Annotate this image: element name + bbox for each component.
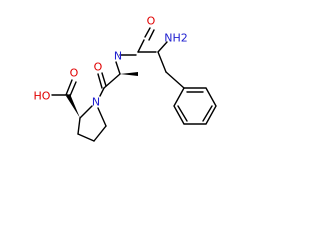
- ala-methyl-wedge: [120, 72, 138, 76]
- cd-cg-bond: [93, 125, 107, 142]
- carbonyl-bond-upper: [137, 39, 145, 53]
- carbonyl-ringn-bond: [99, 87, 105, 97]
- benzene-double-2: [202, 105, 213, 122]
- cg-cb-bond: [77, 133, 95, 142]
- benzene-double-3: [177, 105, 188, 122]
- hydroxyl-label: HO: [34, 90, 51, 103]
- amine-label: NH2: [164, 32, 188, 45]
- acyl-oxygen-label: O: [94, 61, 103, 74]
- molecule-diagram: O NH2 N O O HO N: [34, 15, 217, 142]
- carbonyl-o-double-1: [144, 27, 151, 38]
- ringn-cd-bond: [97, 107, 107, 127]
- benzene-ring: [173, 87, 217, 125]
- proline-nitrogen-label: N: [92, 96, 100, 109]
- structure-canvas: O NH2 N O O HO N: [34, 15, 217, 142]
- calpha-ch2-bond: [157, 51, 167, 73]
- amide-nitrogen-label: N: [114, 50, 122, 63]
- cooh-o-double-1: [65, 79, 73, 96]
- alacalpha-carbonyl-bond: [103, 73, 121, 89]
- pro-cooh-wedge: [66, 94, 80, 118]
- n-alacalpha-bond: [115, 61, 121, 75]
- ala-carbonyl-o-1: [97, 73, 103, 89]
- cooh-o-double-2: [69, 81, 77, 97]
- calpha-nh2-bond: [157, 41, 168, 53]
- ringn-ca-bond: [79, 105, 93, 119]
- cb-ca-bond: [77, 117, 81, 135]
- amide-oxygen-label: O: [147, 15, 156, 28]
- carbonyl-o-double-2: [148, 29, 155, 41]
- acid-oxygen-label: O: [70, 67, 79, 80]
- ch2-ring-bond: [165, 71, 185, 89]
- ala-carbonyl-o-2: [101, 72, 107, 87]
